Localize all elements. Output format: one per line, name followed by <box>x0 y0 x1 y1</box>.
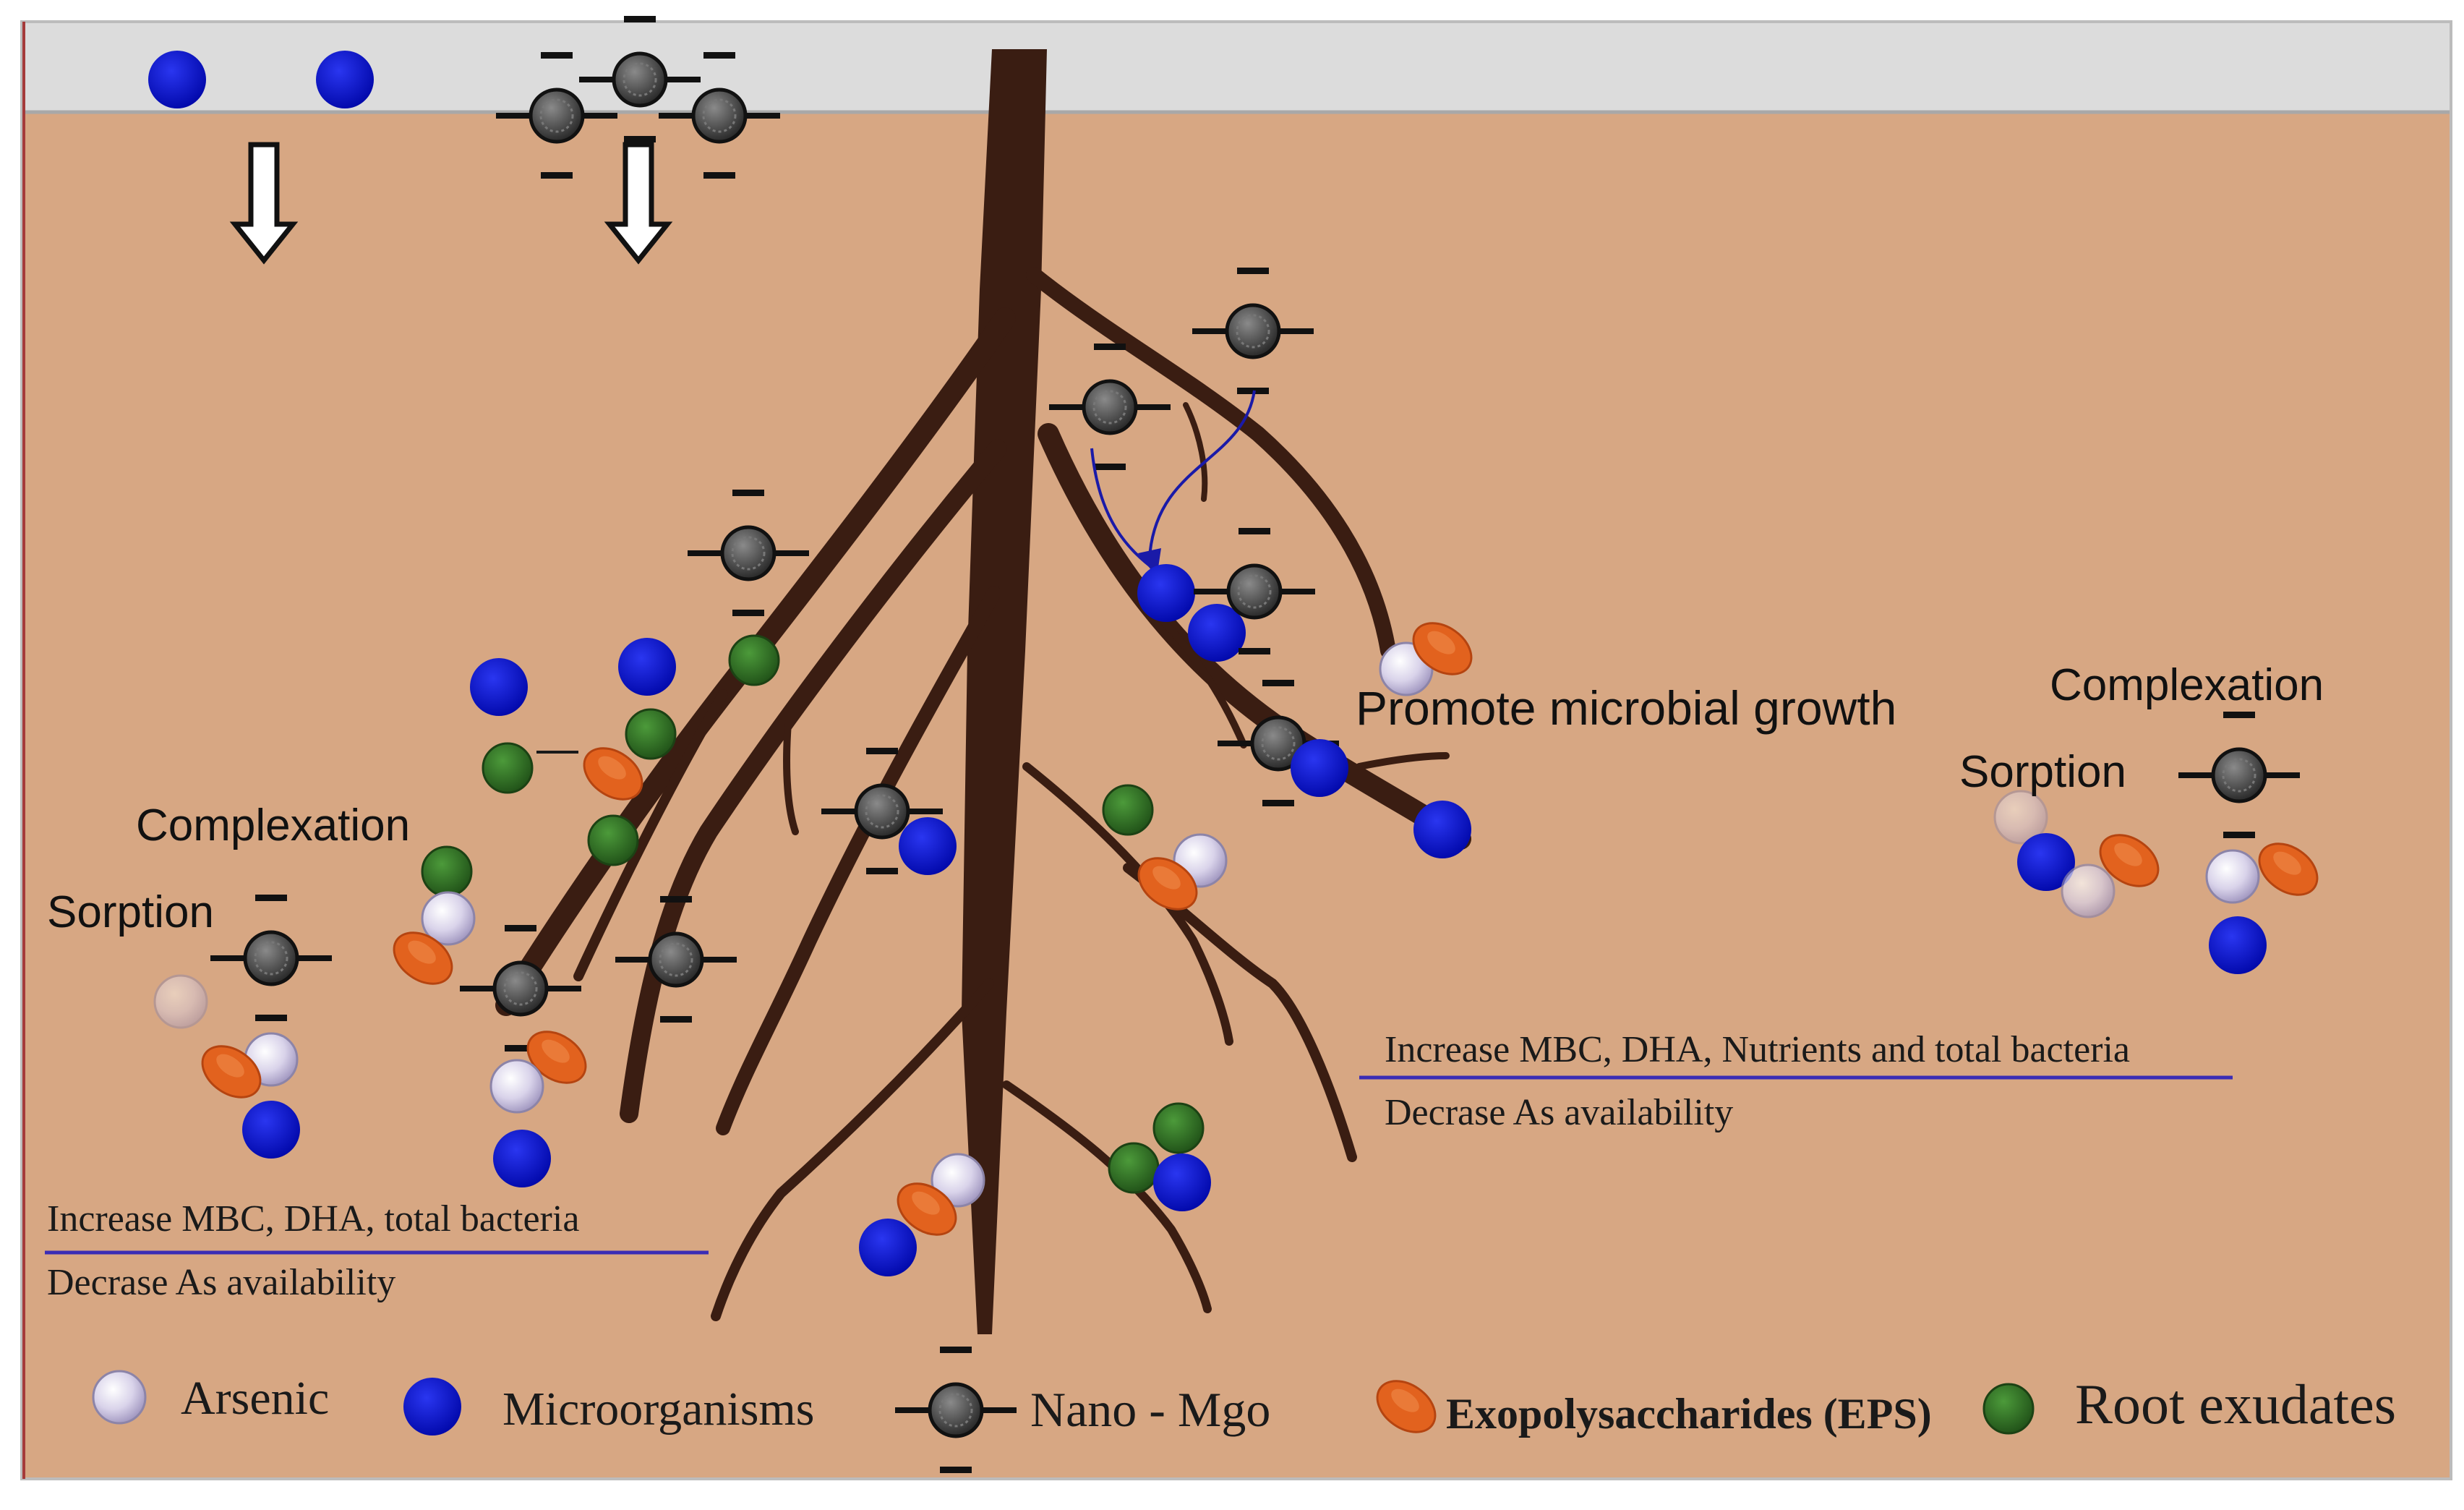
label-complexation-right: Complexation <box>2050 660 2324 710</box>
root-exudate <box>728 634 780 686</box>
arsenic <box>2061 863 2116 918</box>
root-exudate <box>625 708 677 760</box>
microorganism-surface <box>316 51 374 108</box>
effect-right-line1: Increase MBC, DHA, Nutrients and total b… <box>1385 1029 2130 1070</box>
arsenic <box>153 974 208 1029</box>
sky-band <box>22 22 2451 112</box>
root-branch <box>495 307 1016 1016</box>
arsenic <box>489 1059 544 1114</box>
root-exudate <box>1108 1142 1160 1194</box>
legend-root-exudates-icon <box>1982 1383 2035 1435</box>
root-exudate <box>421 845 473 897</box>
microorganism <box>899 817 957 875</box>
root-branch <box>711 978 994 1321</box>
label-promote-growth: Promote microbial growth <box>1356 681 1896 735</box>
root-branch <box>1183 402 1208 502</box>
microorganism <box>470 658 528 716</box>
root-branch <box>620 439 1007 1123</box>
microorganism <box>1291 739 1348 797</box>
microorganism <box>1153 1153 1211 1211</box>
legend-microorganisms-icon <box>403 1378 461 1436</box>
legend-eps-label: Exopolysaccharides (EPS) <box>1446 1390 1932 1438</box>
frame-border <box>20 20 2452 1480</box>
root-branch <box>716 586 1001 1135</box>
root-branch <box>1022 762 1233 1046</box>
legend: Arsenic Microorganisms Nano - Mgo Exopol… <box>92 1347 2396 1473</box>
arsenic <box>2205 849 2260 904</box>
taproot <box>962 49 1047 1334</box>
root-branch <box>783 720 799 835</box>
root-branch <box>1026 267 1396 659</box>
legend-arsenic-icon <box>92 1370 147 1425</box>
root-branch <box>1038 423 1471 850</box>
effect-left-line1: Increase MBC, DHA, total bacteria <box>47 1198 579 1240</box>
root-exudate <box>587 814 639 866</box>
microorganism <box>1413 801 1471 858</box>
root-branch <box>1356 752 1450 770</box>
root-branch <box>573 689 728 981</box>
legend-nano-mgo-label: Nano - Mgo <box>1030 1382 1270 1437</box>
label-sorption-left: Sorption <box>47 887 214 937</box>
microorganism <box>2209 916 2267 974</box>
microorganism <box>1137 564 1195 622</box>
legend-arsenic-label: Arsenic <box>181 1372 329 1425</box>
root-exudate <box>1102 784 1154 836</box>
root-exudate <box>482 742 534 794</box>
microorganism <box>242 1101 300 1159</box>
curved-arrow <box>1148 390 1256 558</box>
microorganism <box>493 1130 551 1187</box>
microorganism <box>859 1219 917 1276</box>
root-exudate <box>1152 1102 1205 1154</box>
legend-root-exudates-label: Root exudates <box>2075 1373 2396 1436</box>
effect-right-line2: Decrase As availability <box>1385 1092 1733 1133</box>
legend-microorganisms-label: Microorganisms <box>502 1383 814 1436</box>
root-system <box>495 49 1471 1334</box>
microorganism-surface <box>148 51 206 108</box>
root-branch <box>1153 611 1247 748</box>
label-complexation-left: Complexation <box>136 801 410 850</box>
label-sorption-right: Sorption <box>1959 747 2126 797</box>
microorganism <box>618 638 676 696</box>
root-branch <box>1002 1080 1212 1313</box>
effect-left-line2: Decrase As availability <box>47 1262 395 1303</box>
